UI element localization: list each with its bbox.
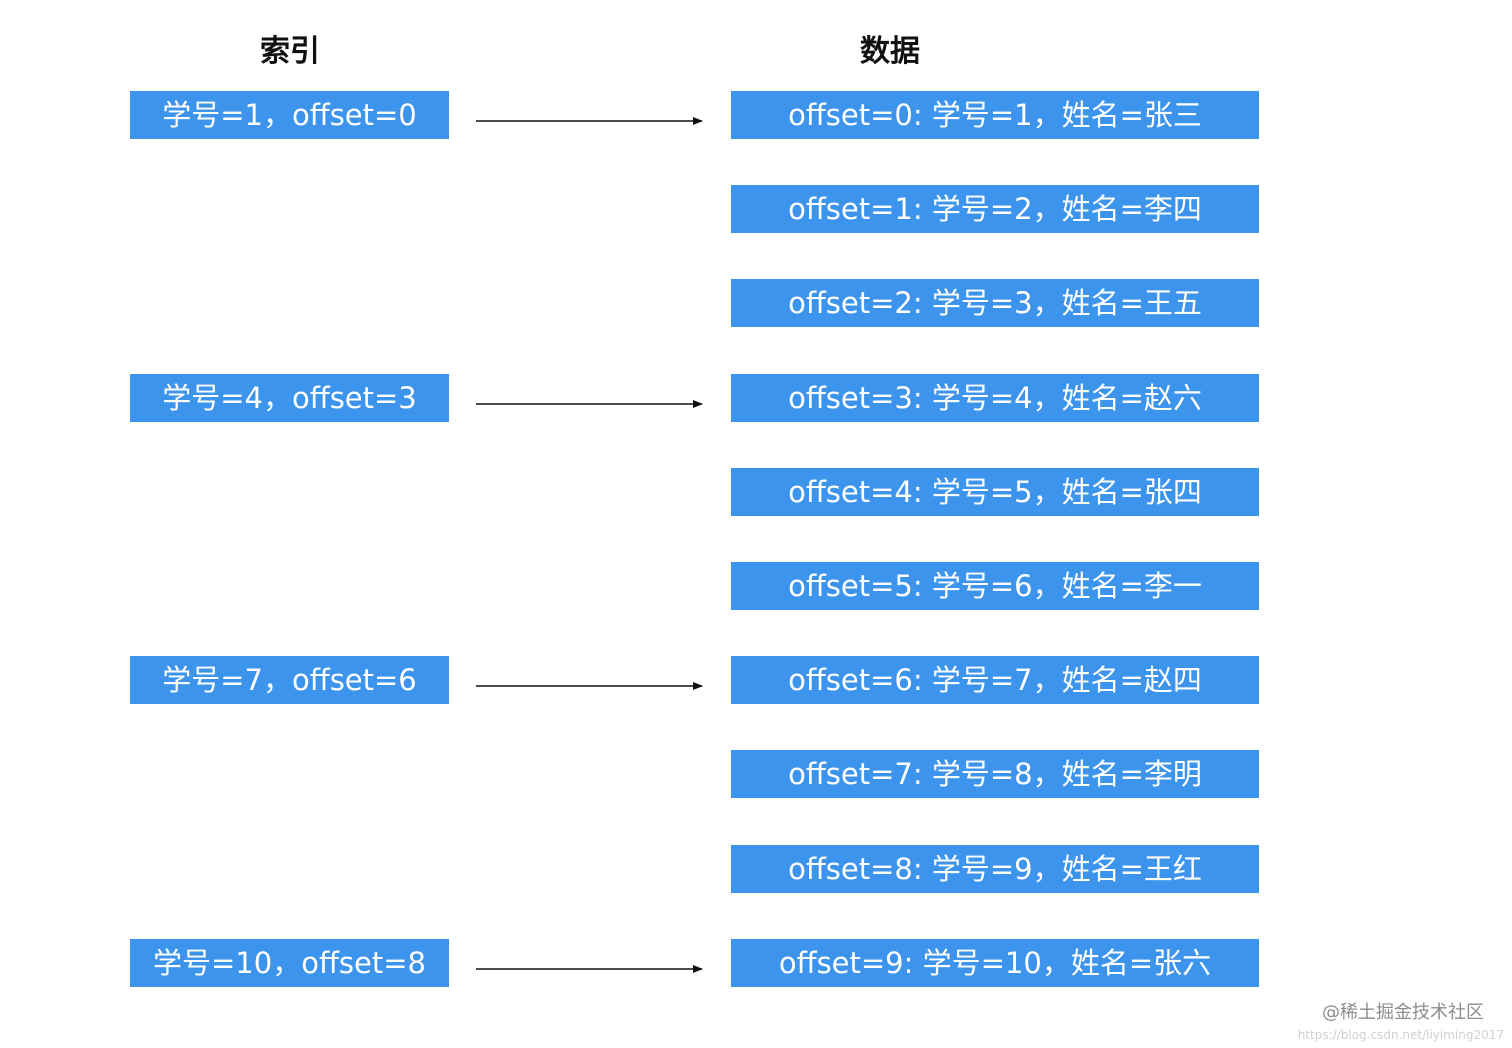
index-entry-1: 学号=4，offset=3 [130, 374, 449, 422]
index-entry-0: 学号=1，offset=0 [130, 91, 449, 139]
data-heading: 数据 [860, 34, 920, 69]
data-record-8: offset=8: 学号=9，姓名=王红 [731, 845, 1259, 893]
data-record-5: offset=5: 学号=6，姓名=李一 [731, 562, 1259, 610]
data-record-6: offset=6: 学号=7，姓名=赵四 [731, 656, 1259, 704]
data-record-4: offset=4: 学号=5，姓名=张四 [731, 468, 1259, 516]
data-record-7: offset=7: 学号=8，姓名=李明 [731, 750, 1259, 798]
data-record-2: offset=2: 学号=3，姓名=王五 [731, 279, 1259, 327]
data-record-3: offset=3: 学号=4，姓名=赵六 [731, 374, 1259, 422]
index-entry-3: 学号=10，offset=8 [130, 939, 449, 987]
data-record-9: offset=9: 学号=10，姓名=张六 [731, 939, 1259, 987]
index-heading: 索引 [260, 34, 320, 69]
watermark-text: @稀土掘金技术社区 [1322, 1002, 1484, 1023]
data-record-0: offset=0: 学号=1，姓名=张三 [731, 91, 1259, 139]
index-entry-2: 学号=7，offset=6 [130, 656, 449, 704]
watermark-url: https://blog.csdn.net/liyiming2017 [1297, 1028, 1504, 1042]
data-record-1: offset=1: 学号=2，姓名=李四 [731, 185, 1259, 233]
